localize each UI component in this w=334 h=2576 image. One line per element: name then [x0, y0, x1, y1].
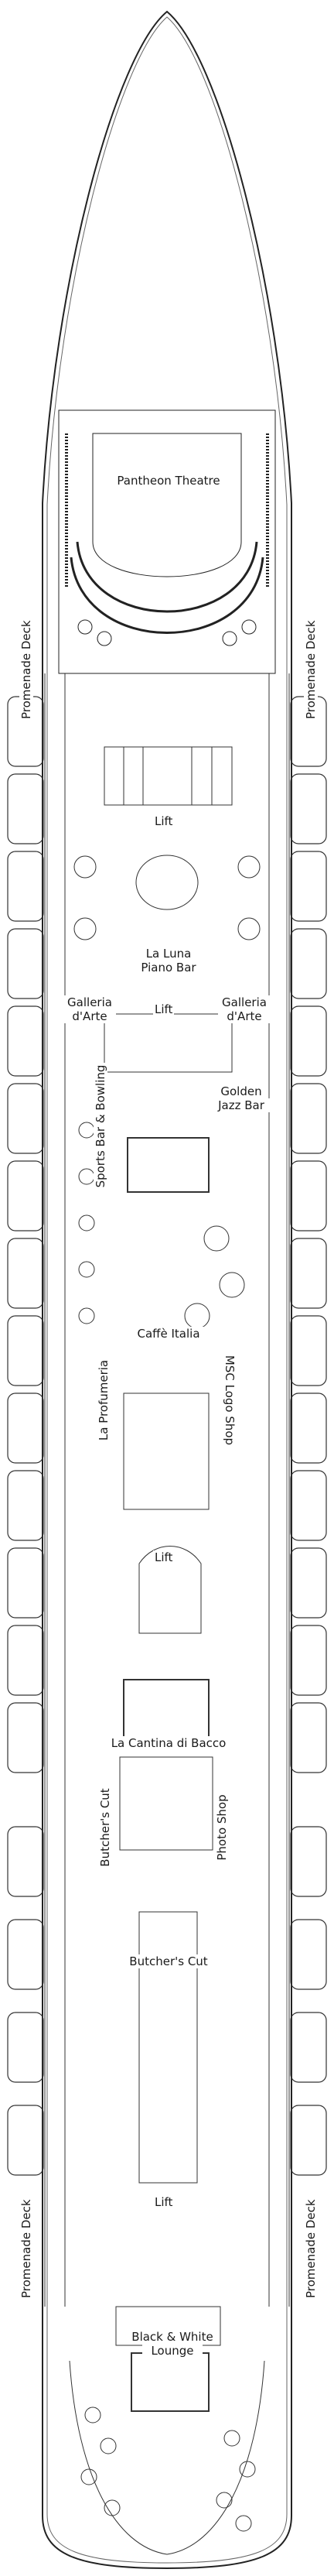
label-msc-logo-shop: MSC Logo Shop: [223, 1352, 237, 1448]
lifeboats-right: [290, 696, 327, 2176]
interior-structure: [73, 746, 261, 2412]
label-sports-bar-bowling: Sports Bar & Bowling: [94, 1063, 107, 1190]
label-la-cantina-di-bacco: La Cantina di Bacco: [105, 1736, 232, 1750]
label-galleria-right: Galleria: [218, 995, 271, 1009]
label-la-profumeria: La Profumeria: [97, 1356, 111, 1444]
label-butchers-cut-vertical: Butcher's Cut: [98, 1783, 112, 1872]
label-black-white: Black & White: [128, 2330, 216, 2344]
label-pantheon-theatre: Pantheon Theatre: [113, 474, 224, 488]
theatre-area: [58, 409, 276, 674]
label-lift-1: Lift: [153, 814, 175, 828]
label-photo-shop: Photo Shop: [215, 1789, 229, 1866]
hull-outline: [42, 10, 292, 2570]
label-promenade-deck-right-aft: Promenade Deck: [304, 2199, 318, 2300]
label-lift-4: Lift: [153, 2195, 175, 2209]
lounge-seating: [69, 2360, 265, 2555]
label-butchers-cut: Butcher's Cut: [125, 1954, 212, 1968]
label-promenade-deck-left-aft: Promenade Deck: [19, 2199, 33, 2300]
label-galleria-left: Galleria: [63, 995, 116, 1009]
label-la-luna: La Luna: [136, 947, 201, 961]
label-darte-right: d'Arte: [218, 1009, 271, 1023]
label-lounge: Lounge: [142, 2344, 203, 2358]
label-jazz-bar: Jazz Bar: [210, 1098, 272, 1112]
label-golden: Golden: [215, 1084, 268, 1098]
label-piano-bar: Piano Bar: [136, 961, 201, 975]
label-lift-3: Lift: [153, 1550, 175, 1564]
label-lift-2: Lift: [153, 1002, 175, 1016]
label-caffe-italia: Caffè Italia: [131, 1327, 206, 1341]
label-darte-left: d'Arte: [63, 1009, 116, 1023]
label-promenade-deck-left-fwd: Promenade Deck: [19, 620, 33, 721]
lifeboats-left: [7, 696, 44, 2176]
label-promenade-deck-right-fwd: Promenade Deck: [304, 620, 318, 721]
